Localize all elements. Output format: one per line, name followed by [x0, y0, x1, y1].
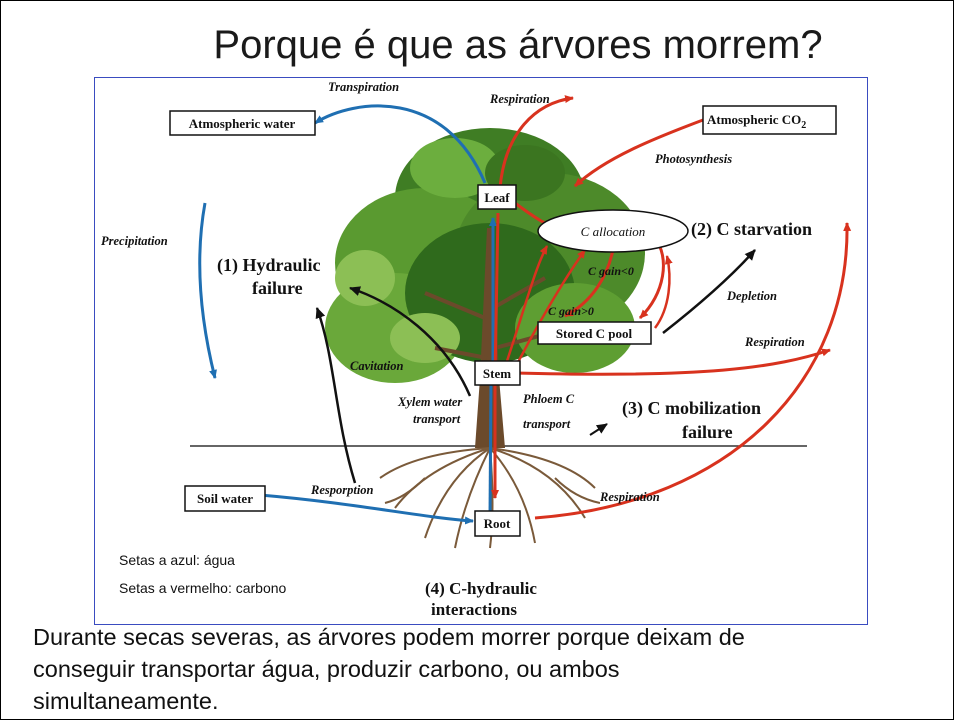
svg-text:C allocation: C allocation — [581, 224, 646, 239]
tree-mortality-diagram: Atmospheric water Atmospheric CO2 Leaf C… — [94, 77, 868, 625]
mechanism-labels: (1) Hydraulic failure (2) C starvation (… — [217, 219, 812, 619]
caption-line-3: simultaneamente. — [33, 688, 219, 714]
legend-carbon: Setas a vermelho: carbono — [119, 580, 287, 596]
svg-text:Stem: Stem — [483, 366, 511, 381]
soil-water-box: Soil water — [184, 485, 266, 512]
water-arrows — [198, 104, 497, 525]
caption-line-1: Durante secas severas, as árvores podem … — [33, 624, 745, 650]
stem-box: Stem — [474, 360, 521, 386]
atmospheric-co2-box: Atmospheric CO2 — [702, 105, 837, 135]
mechanism-mobilization-1: (3) C mobilization — [622, 398, 761, 419]
legend-water: Setas a azul: água — [119, 552, 235, 568]
arrow-labels: Transpiration Respiration Photosynthesis… — [101, 80, 805, 504]
c-allocation-ellipse: C allocation — [537, 209, 689, 253]
slide-caption: Durante secas severas, as árvores podem … — [33, 621, 933, 717]
label-xylem-2: transport — [413, 412, 461, 426]
label-photosynthesis: Photosynthesis — [655, 152, 732, 166]
tree-trunk — [475, 228, 505, 448]
mechanism-mobilization-2: failure — [682, 422, 733, 442]
label-phloem-1: Phloem C — [523, 392, 575, 406]
label-c-gain-pos: C gain>0 — [548, 304, 594, 318]
svg-text:Stored C pool: Stored C pool — [556, 326, 633, 341]
label-resorption: Resporption — [310, 483, 374, 497]
label-transpiration: Transpiration — [328, 80, 399, 94]
caption-line-2: conseguir transportar água, produzir car… — [33, 656, 620, 682]
svg-text:Atmospheric CO2: Atmospheric CO2 — [707, 112, 806, 131]
slide-title: Porque é que as árvores morrem? — [213, 23, 823, 67]
svg-text:Soil water: Soil water — [197, 491, 253, 506]
atmospheric-water-box: Atmospheric water — [169, 110, 316, 136]
label-phloem-2: transport — [523, 417, 571, 431]
tree-foliage — [325, 128, 645, 383]
label-depletion: Depletion — [726, 289, 777, 303]
label-precipitation: Precipitation — [101, 234, 168, 248]
svg-text:Leaf: Leaf — [484, 190, 510, 205]
diagram-canvas: Atmospheric water Atmospheric CO2 Leaf C… — [101, 80, 852, 619]
label-cavitation: Cavitation — [350, 359, 404, 373]
mechanism-starvation: (2) C starvation — [691, 219, 812, 240]
mechanism-interactions-2: interactions — [431, 600, 517, 619]
mechanism-arrows — [315, 249, 756, 484]
label-respiration-top: Respiration — [489, 92, 550, 106]
leaf-box: Leaf — [477, 184, 517, 210]
label-respiration-root: Respiration — [599, 490, 660, 504]
label-xylem-1: Xylem water — [397, 395, 462, 409]
svg-text:Atmospheric water: Atmospheric water — [189, 116, 296, 131]
mechanism-hydraulic-2: failure — [252, 278, 303, 298]
mechanism-hydraulic-1: (1) Hydraulic — [217, 255, 321, 276]
label-respiration-mid: Respiration — [744, 335, 805, 349]
svg-text:Root: Root — [484, 516, 511, 531]
root-box: Root — [474, 510, 521, 537]
label-c-gain-neg: C gain<0 — [588, 264, 634, 278]
mechanism-interactions-1: (4) C-hydraulic — [425, 579, 537, 598]
stored-c-pool-box: Stored C pool — [537, 321, 652, 345]
color-legend: Setas a azul: água Setas a vermelho: car… — [119, 546, 286, 602]
